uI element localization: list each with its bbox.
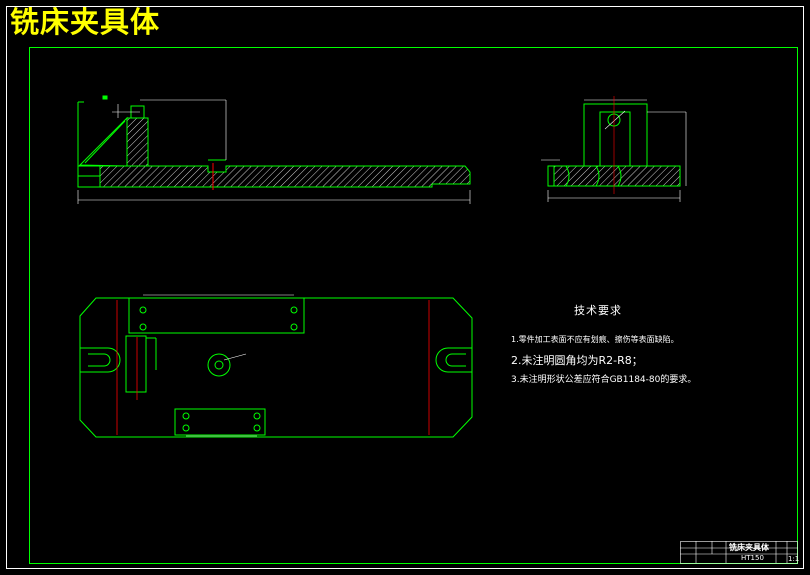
inner-frame bbox=[29, 47, 798, 564]
top-view-center-hole bbox=[207, 353, 231, 377]
front-view-upright-section bbox=[126, 117, 149, 167]
top-view bbox=[79, 297, 473, 438]
tech-requirement-2: 2.未注明圆角均为R2-R8； bbox=[511, 354, 643, 367]
title-block-scale: 1:1 bbox=[788, 555, 800, 563]
tech-requirement-3: 3.未注明形状公差应符合GB1184-80的要求。 bbox=[511, 375, 697, 385]
top-view-center-lines bbox=[116, 300, 430, 435]
front-view-base-section bbox=[99, 165, 471, 188]
top-view-left-u-slot bbox=[80, 347, 121, 373]
front-view-rib bbox=[78, 116, 128, 167]
title-block-part-name: 铣床夹具体 bbox=[729, 543, 769, 552]
tech-requirements-heading: 技术要求 bbox=[574, 304, 622, 317]
top-view-upper-bar bbox=[128, 297, 305, 334]
tech-requirement-1: 1.零件加工表面不应有划痕、擦伤等表面缺陷。 bbox=[511, 335, 679, 344]
top-view-outline bbox=[79, 297, 473, 438]
title-block bbox=[680, 541, 798, 564]
drawing-title: 铣床夹具体 bbox=[10, 5, 161, 39]
outer-frame bbox=[6, 6, 804, 569]
title-block-material: HT150 bbox=[741, 554, 764, 562]
front-view bbox=[77, 95, 471, 204]
side-view-upright bbox=[583, 103, 648, 167]
side-view bbox=[541, 96, 687, 202]
top-view-lower-bar bbox=[174, 408, 266, 436]
top-view-right-u-slot bbox=[435, 347, 472, 373]
top-view-dimensions bbox=[143, 294, 294, 437]
